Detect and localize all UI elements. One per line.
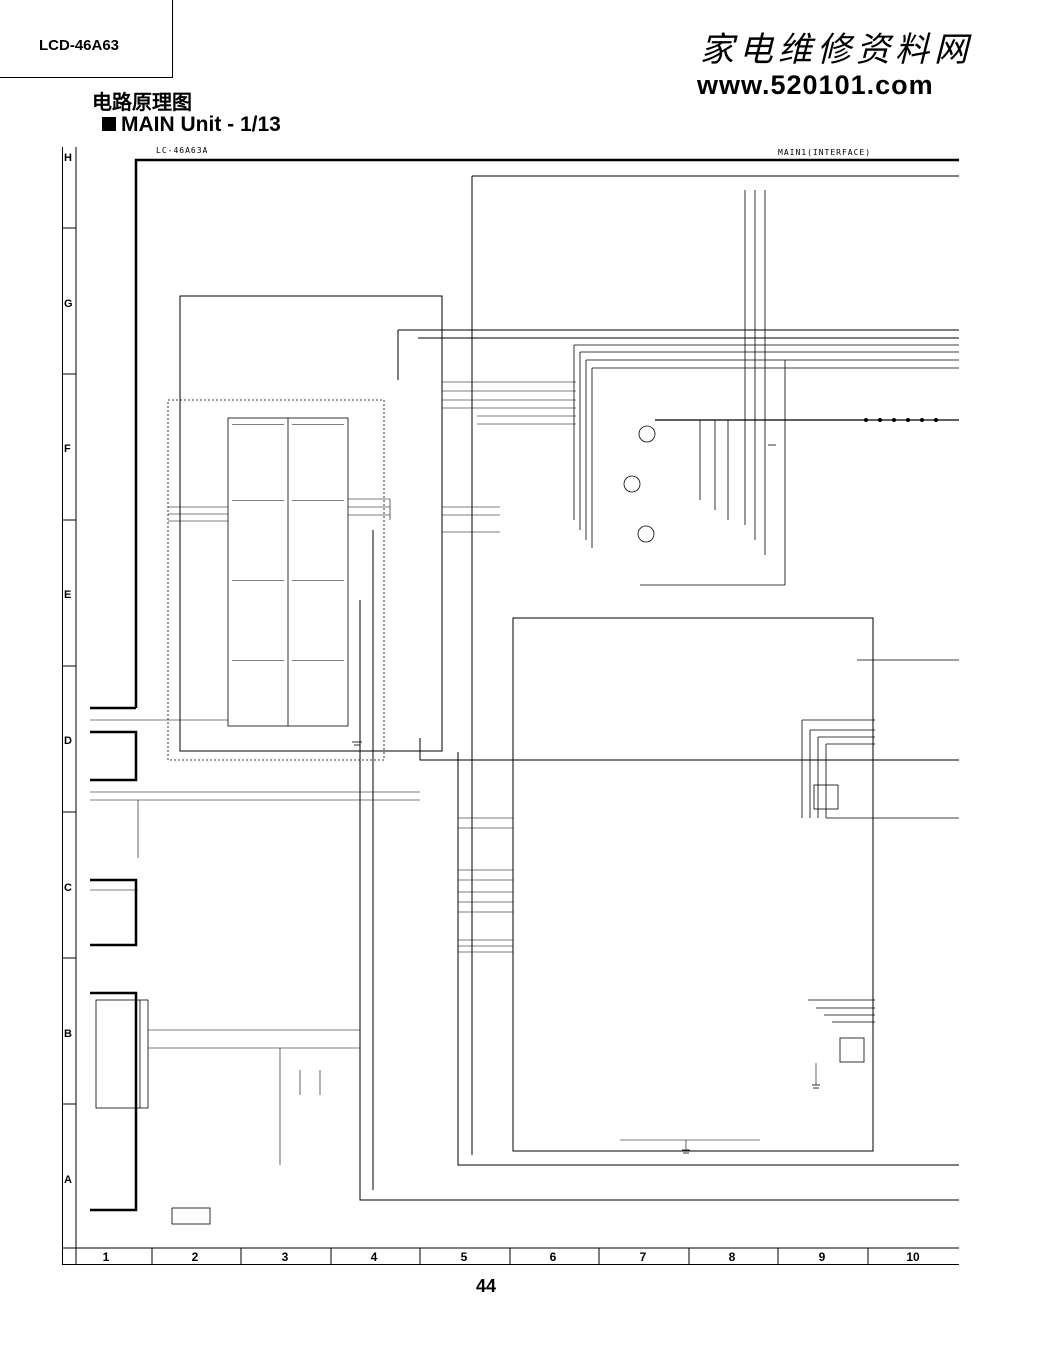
junction-dots <box>864 418 938 422</box>
unit-title-text: MAIN Unit - 1/13 <box>121 113 281 136</box>
col-label-4: 4 <box>370 1250 378 1264</box>
schematic-model-label: LC-46A63A <box>156 146 209 155</box>
watermark-chinese: 家电维修资料网 <box>700 30 973 70</box>
row-label-h: H <box>64 152 72 164</box>
resistor-arrays <box>801 659 959 1063</box>
transistor-section <box>573 190 959 586</box>
pin-label-marks <box>232 424 344 661</box>
signal-lines <box>90 381 817 1165</box>
page-title-unit: MAIN Unit - 1/13 <box>102 113 281 137</box>
model-label: LCD-46A63 <box>39 37 120 54</box>
col-label-5: 5 <box>460 1250 468 1264</box>
col-label-6: 6 <box>549 1250 557 1264</box>
col-label-7: 7 <box>639 1250 647 1264</box>
frame-grid-lines <box>62 147 959 1265</box>
row-label-e: E <box>64 589 72 601</box>
connector-block <box>167 399 385 761</box>
sheet-border <box>90 158 959 1212</box>
col-label-9: 9 <box>818 1250 826 1264</box>
col-label-10: 10 <box>906 1250 920 1264</box>
col-label-2: 2 <box>191 1250 199 1264</box>
schematic-sheet-label: MAIN1(INTERFACE) <box>778 148 872 157</box>
square-bullet-icon <box>102 117 116 131</box>
row-label-g: G <box>64 298 73 310</box>
col-label-8: 8 <box>728 1250 736 1264</box>
watermark-url: www.520101.com <box>697 70 934 100</box>
left-connectors <box>95 999 211 1225</box>
row-label-d: D <box>64 735 72 747</box>
col-label-1: 1 <box>102 1250 110 1264</box>
row-label-f: F <box>64 443 71 455</box>
row-label-c: C <box>64 882 72 894</box>
page-title-chinese: 电路原理图 <box>92 92 192 114</box>
col-label-3: 3 <box>281 1250 289 1264</box>
row-label-b: B <box>64 1028 72 1040</box>
page-number: 44 <box>476 1276 497 1296</box>
ground-symbols <box>352 444 820 1154</box>
row-label-a: A <box>64 1174 72 1186</box>
model-box: LCD-46A63 <box>0 0 173 78</box>
